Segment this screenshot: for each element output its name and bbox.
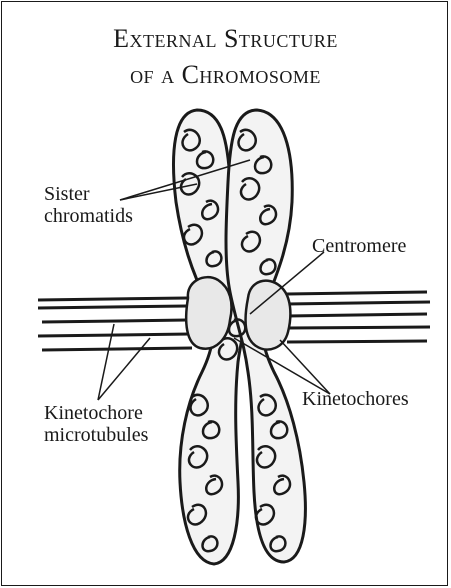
label-kinetochore: Kinetochore: [44, 402, 143, 424]
label-kinetochores: Kinetochores: [302, 388, 409, 410]
label-chromatids: chromatids: [44, 205, 133, 227]
label-centromere: Centromere: [312, 235, 406, 257]
label-microtubules: microtubules: [44, 424, 148, 446]
microtubules-right: [287, 292, 430, 342]
left-kinetochore: [186, 277, 231, 349]
label-sister: Sister: [44, 183, 90, 205]
right-kinetochore: [246, 281, 291, 350]
microtubules-left: [38, 298, 192, 350]
